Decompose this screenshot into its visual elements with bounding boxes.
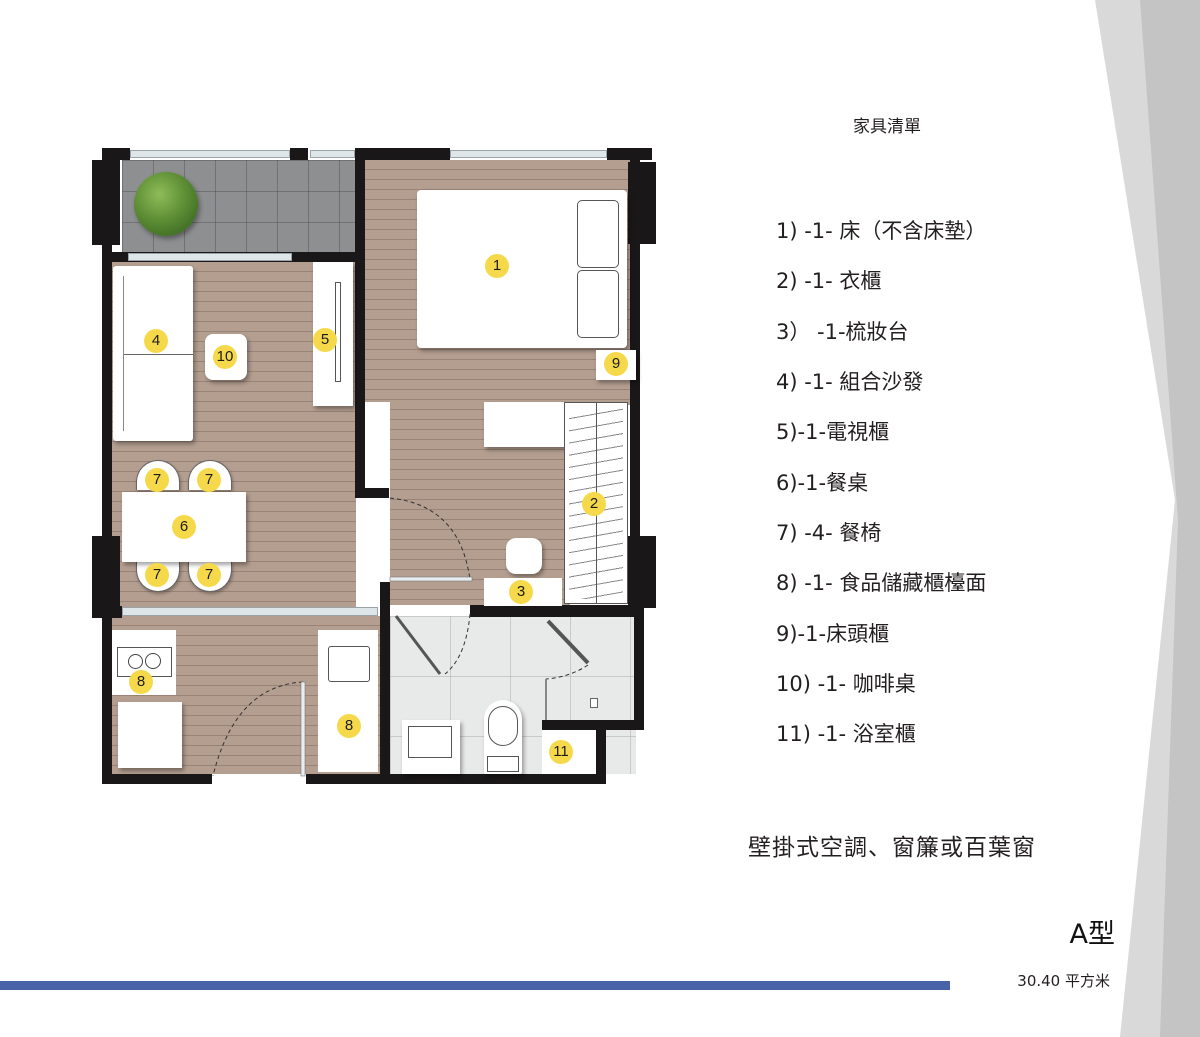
wall xyxy=(102,148,112,782)
list-item: 11) -1- 浴室櫃 xyxy=(776,722,916,747)
stool xyxy=(506,538,542,574)
wall xyxy=(628,536,656,608)
bed xyxy=(417,190,627,348)
wall xyxy=(355,148,365,498)
wall xyxy=(470,605,640,617)
list-item: 6)-1-餐桌 xyxy=(776,470,869,495)
toilet xyxy=(484,700,522,774)
toilet-bowl xyxy=(488,706,518,746)
burner-icon xyxy=(145,653,161,669)
badge-dresser: 3 xyxy=(509,580,533,604)
badge-pantry: 8 xyxy=(129,670,153,694)
floor-plan: 1 9 2 3 4 10 5 7 7 6 7 7 xyxy=(0,0,700,800)
shower-door xyxy=(545,619,590,720)
entrance-door-swing xyxy=(212,681,306,777)
unit-type: A型 xyxy=(1069,919,1115,950)
badge-tv-cabinet: 5 xyxy=(313,328,337,352)
badge-wardrobe: 2 xyxy=(582,492,606,516)
sink xyxy=(328,646,370,682)
bathroom-vanity xyxy=(402,720,460,774)
window xyxy=(450,150,607,158)
toilet-tank xyxy=(487,756,519,772)
wall xyxy=(380,582,390,782)
list-item: 4) -1- 組合沙發 xyxy=(776,370,924,395)
badge-chair: 7 xyxy=(197,468,221,492)
list-item: 2) -1- 衣櫃 xyxy=(776,269,882,294)
list-item: 5)-1-電視櫃 xyxy=(776,420,890,445)
accent-bar xyxy=(0,981,950,990)
basin xyxy=(408,726,452,758)
pillow xyxy=(577,200,619,268)
tv xyxy=(335,282,341,382)
pillow xyxy=(577,270,619,338)
wall xyxy=(92,160,120,245)
sofa-seam xyxy=(123,354,193,355)
desk xyxy=(484,402,564,447)
wall xyxy=(92,536,120,618)
bathroom-door xyxy=(394,613,471,675)
wall xyxy=(628,162,656,244)
pantry-counter xyxy=(318,630,378,772)
wall xyxy=(355,488,389,498)
door-swing xyxy=(389,497,473,582)
sofa-back xyxy=(123,276,124,431)
wall xyxy=(290,148,308,160)
window xyxy=(310,150,355,158)
badge-chair: 7 xyxy=(197,563,221,587)
wall xyxy=(634,606,644,724)
badge-sofa: 4 xyxy=(144,329,168,353)
list-item: 3） -1-梳妝台 xyxy=(776,319,909,344)
wall xyxy=(542,720,644,730)
burner-icon xyxy=(128,654,143,669)
sofa xyxy=(113,266,193,441)
furniture-list-title: 家具清單 xyxy=(853,117,921,137)
wall xyxy=(102,148,130,160)
plant-icon xyxy=(134,172,198,236)
wall xyxy=(306,774,606,784)
list-item: 7) -4- 餐椅 xyxy=(776,520,882,545)
wall-panel xyxy=(365,402,390,488)
fridge xyxy=(118,702,182,768)
badge-dining-table: 6 xyxy=(172,515,196,539)
wardrobe xyxy=(564,402,628,604)
shower-head-icon xyxy=(590,698,598,708)
wall xyxy=(355,148,450,160)
amenities-note: 壁掛式空調、窗簾或百葉窗 xyxy=(748,835,1036,861)
wall xyxy=(102,774,212,784)
badge-chair: 7 xyxy=(145,468,169,492)
badge-bed: 1 xyxy=(485,254,509,278)
badge-pantry: 8 xyxy=(337,714,361,738)
badge-chair: 7 xyxy=(145,563,169,587)
badge-nightstand: 9 xyxy=(604,352,628,376)
unit-area: 30.40 平方米 xyxy=(1017,972,1110,990)
list-item: 9)-1-床頭櫃 xyxy=(776,621,890,646)
wall xyxy=(102,606,122,618)
badge-bathroom-cabinet: 11 xyxy=(549,740,573,764)
list-item: 10) -1- 咖啡桌 xyxy=(776,671,916,696)
window xyxy=(122,607,378,616)
list-item: 1) -1- 床（不含床墊） xyxy=(776,219,987,244)
window xyxy=(128,253,292,261)
side-decoration xyxy=(1095,0,1200,1037)
list-item: 8) -1- 食品儲藏櫃檯面 xyxy=(776,571,987,596)
window xyxy=(130,150,290,158)
badge-coffee-table: 10 xyxy=(213,345,237,369)
furniture-list: 1) -1- 床（不含床墊） 2) -1- 衣櫃 3） -1-梳妝台 4) -1… xyxy=(776,205,986,758)
wall xyxy=(607,148,652,160)
wall xyxy=(596,720,606,782)
